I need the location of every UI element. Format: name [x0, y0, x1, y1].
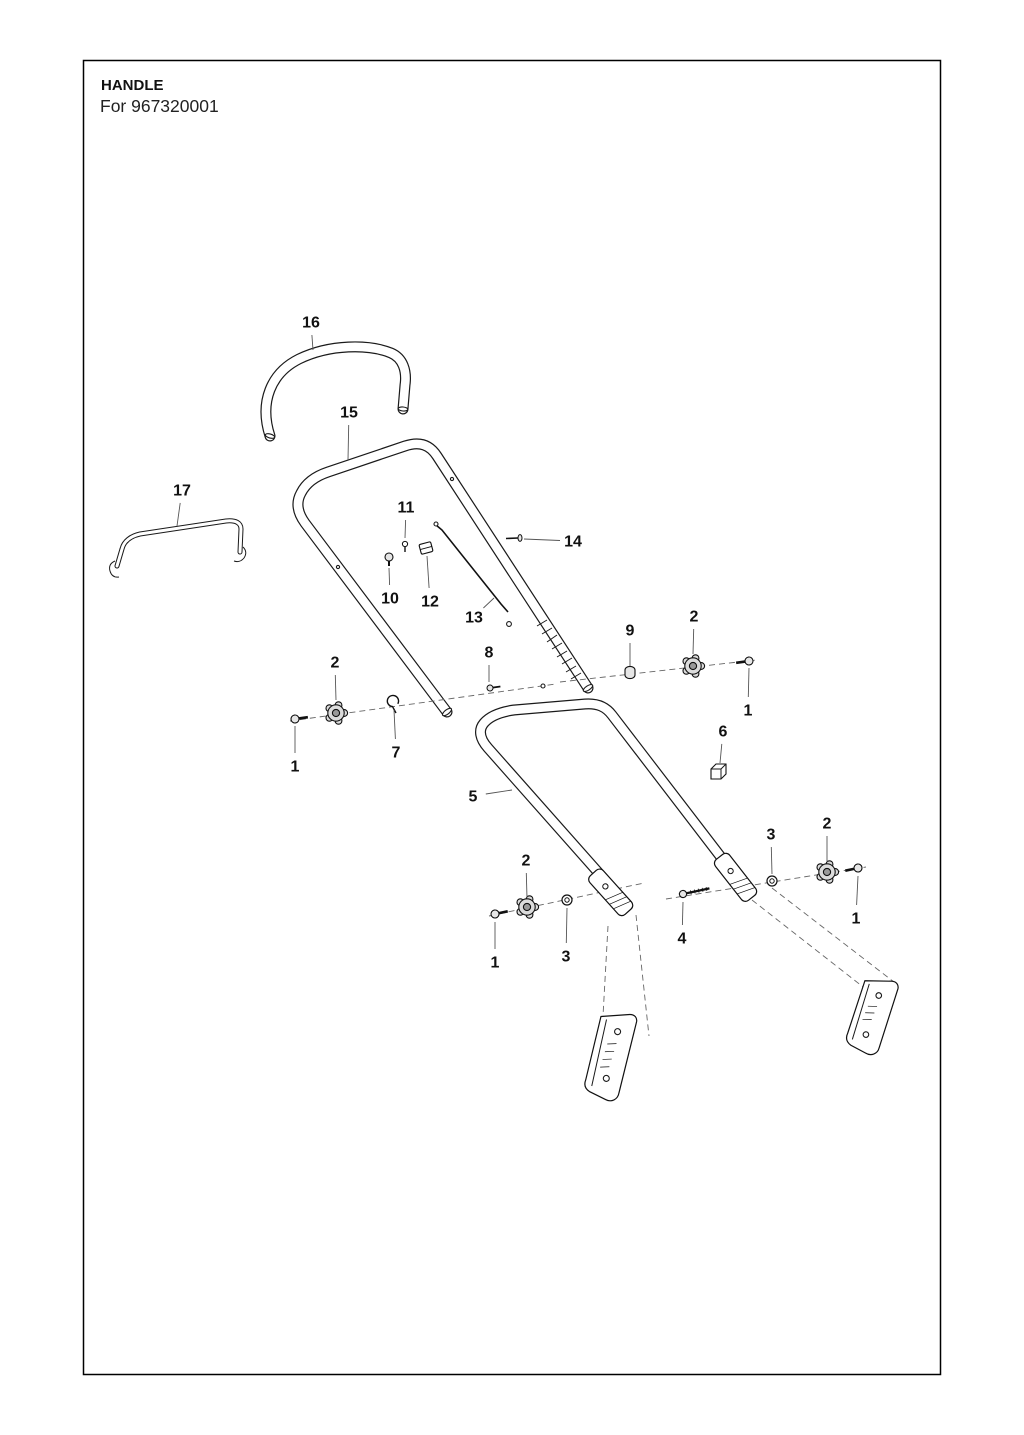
part-number-2: 2 [522, 853, 531, 870]
callout-leader [523, 538, 561, 541]
part-number-10: 10 [381, 591, 399, 608]
part-number-3: 3 [562, 949, 571, 966]
spacer-block [710, 763, 727, 780]
bracket-link-line [635, 914, 650, 1037]
callout-leader [347, 424, 350, 461]
handle-end-plate-left [588, 868, 634, 917]
part-number-3: 3 [767, 827, 776, 844]
washer [766, 875, 778, 887]
callout-leader [176, 502, 181, 527]
tube-end [582, 683, 594, 693]
assembly-axis-line [665, 866, 867, 900]
handle-bolt [677, 883, 712, 900]
star-knob [325, 701, 349, 725]
tube-end [397, 406, 409, 412]
part-number-5: 5 [469, 789, 478, 806]
part-number-6: 6 [719, 724, 728, 741]
assembly-axis-line [559, 659, 757, 683]
assembly-axis-lines [289, 659, 867, 917]
handle-guard-bar [109, 518, 247, 578]
part-number-1: 1 [852, 911, 861, 928]
part-number-12: 12 [421, 594, 439, 611]
part-number-2: 2 [331, 655, 340, 672]
carriage-bolt [843, 861, 865, 876]
part-number-15: 15 [340, 405, 358, 422]
tube-end [264, 433, 276, 439]
screw [485, 682, 502, 693]
page-title: HANDLE [101, 77, 164, 94]
pivot-hole [540, 683, 546, 689]
callout-leader [485, 789, 513, 795]
callout-leader [483, 597, 495, 609]
part-number-4: 4 [678, 931, 687, 948]
cable-rod [433, 521, 512, 627]
handle-bracket-left [584, 1013, 638, 1102]
part-number-8: 8 [485, 645, 494, 662]
grip-knurling [536, 619, 582, 680]
retainer-clip [386, 694, 400, 714]
part-number-1: 1 [291, 759, 300, 776]
handle-bracket-right [846, 980, 899, 1056]
upper-handle-tube [292, 438, 594, 718]
part-number-1: 1 [491, 955, 500, 972]
diagram-border [82, 59, 942, 1376]
callout-leader [393, 709, 396, 740]
part-number-11: 11 [398, 500, 415, 517]
bracket-link-lines [602, 887, 895, 1037]
bracket-link-line [751, 899, 868, 991]
part-number-1: 1 [744, 703, 753, 720]
part-number-14: 14 [564, 534, 582, 551]
tube-hole [449, 476, 455, 482]
carriage-bolt [734, 655, 755, 669]
callout-leader [404, 519, 407, 539]
lower-handle-tube [475, 698, 758, 917]
page-subtitle: For 967320001 [100, 96, 219, 116]
handle-end-plate-right [713, 852, 758, 902]
star-knob [816, 860, 840, 884]
bar-end-hook [233, 546, 247, 563]
callout-leader [311, 334, 314, 351]
upper-grip-tube [260, 341, 411, 442]
washer [561, 894, 573, 906]
callout-leader [719, 743, 723, 764]
bar-end-hook [109, 560, 120, 578]
clamp-pin [401, 540, 409, 552]
part-number-17: 17 [173, 483, 191, 500]
part-number-2: 2 [690, 609, 699, 626]
tube-end [441, 707, 453, 717]
part-number-7: 7 [392, 745, 401, 762]
part-number-9: 9 [626, 623, 635, 640]
callout-leader [426, 555, 430, 589]
part-number-2: 2 [823, 816, 832, 833]
callout-leader [747, 667, 750, 698]
part-number-13: 13 [465, 610, 483, 627]
callout-leader [770, 846, 773, 875]
callout-leader [681, 901, 684, 926]
tube-hole [335, 564, 341, 570]
callout-leader [692, 628, 695, 655]
clamp-bolt [384, 552, 394, 566]
star-knob [516, 895, 540, 919]
cap-nut [624, 665, 636, 680]
clamp-plate [418, 541, 434, 555]
clamp-screw [505, 534, 523, 542]
clamp-hardware-group [384, 521, 523, 627]
star-knob [682, 654, 706, 678]
callout-leader [388, 567, 391, 586]
callout-leader [334, 674, 337, 701]
callout-leader [565, 907, 568, 944]
callout-leader [856, 875, 859, 906]
part-number-16: 16 [302, 315, 320, 332]
bracket-link-line [602, 925, 609, 1017]
carriage-bolt [488, 906, 510, 921]
carriage-bolt [289, 711, 310, 725]
callout-leader [525, 872, 528, 899]
bracket-link-line [771, 887, 895, 983]
